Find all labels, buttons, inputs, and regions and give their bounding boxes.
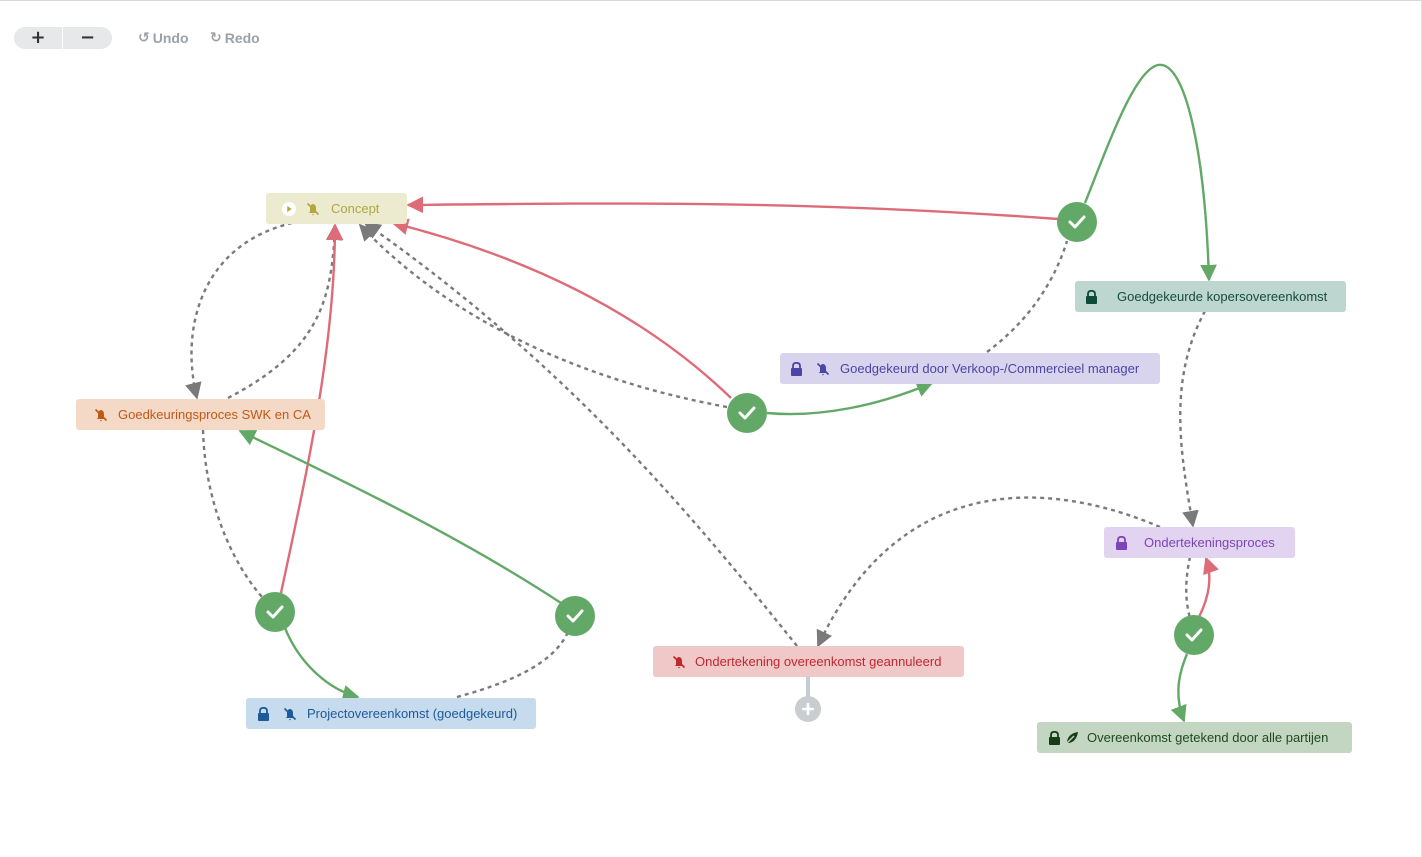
state-projectovereenkomst[interactable]: Projectovereenkomst (goedgekeurd) xyxy=(246,698,536,729)
edge-goedkeuring-to-concept xyxy=(227,223,343,400)
edge-ondertekening-to-check5 xyxy=(1185,556,1192,619)
check-icon xyxy=(1185,628,1203,642)
mute-icon xyxy=(672,655,686,669)
check-transition-2[interactable] xyxy=(555,596,595,636)
check-icon xyxy=(266,605,284,619)
edge-check5-to-getekend xyxy=(1170,653,1189,723)
edge-check3-to-verkoop xyxy=(766,381,934,416)
state-projectovereenkomst-label: Projectovereenkomst (goedgekeurd) xyxy=(307,706,518,721)
edge-koper-to-ondertekening xyxy=(1179,310,1207,528)
state-kopersovereenkomst[interactable]: Goedgekeurde kopersovereenkomst xyxy=(1075,281,1346,312)
redo-button[interactable]: ↻ Redo xyxy=(210,29,260,47)
check-icon xyxy=(738,406,756,420)
check-transition-1[interactable] xyxy=(255,592,295,632)
leaf-icon xyxy=(1065,731,1079,745)
state-goedkeuringsproces[interactable]: Goedkeuringsproces SWK en CA xyxy=(76,399,325,430)
edge-goedkeuring-to-check1 xyxy=(201,429,263,598)
mute-icon xyxy=(306,202,320,216)
check-transition-3[interactable] xyxy=(727,393,767,433)
redo-icon: ↻ xyxy=(210,30,222,46)
zoom-out-button[interactable]: − xyxy=(63,27,112,49)
plus-icon xyxy=(802,703,814,715)
redo-label: Redo xyxy=(224,30,260,46)
state-goedkeuringsproces-label: Goedkeuringsproces SWK en CA xyxy=(118,407,311,422)
top-border xyxy=(0,0,1422,1)
check-transition-5[interactable] xyxy=(1174,615,1214,655)
edge-check4-to-concept xyxy=(406,196,1059,221)
mute-icon xyxy=(283,707,297,721)
edge-project-to-check2 xyxy=(456,631,570,699)
state-getekend[interactable]: Overeenkomst getekend door alle partijen xyxy=(1037,722,1352,753)
mute-icon xyxy=(94,408,108,422)
add-connector-stem xyxy=(806,676,810,698)
edge-check4-to-koper xyxy=(1083,63,1217,282)
lock-icon xyxy=(789,361,803,376)
state-geannuleerd-label: Ondertekening overeenkomst geannuleerd xyxy=(695,654,942,669)
edge-check3-to-concept xyxy=(358,223,728,409)
lock-icon xyxy=(256,706,270,721)
state-getekend-label: Overeenkomst getekend door alle partijen xyxy=(1087,730,1329,745)
state-concept-label: Concept xyxy=(331,201,380,216)
state-geannuleerd[interactable]: Ondertekening overeenkomst geannuleerd xyxy=(653,646,964,677)
edge-check2-to-goedkeuring xyxy=(238,429,562,605)
edge-check1-to-project xyxy=(283,627,360,702)
edge-check5-to-ondertekening xyxy=(1197,556,1219,618)
state-goedgekeurd-verkoop[interactable]: Goedgekeurd door Verkoop-/Commercieel ma… xyxy=(780,353,1160,384)
play-icon xyxy=(282,201,296,216)
edge-verkoop-to-check4 xyxy=(986,240,1069,353)
check-icon xyxy=(566,609,584,623)
zoom-in-button[interactable]: + xyxy=(14,27,63,49)
mute-icon xyxy=(816,362,830,376)
edge-ondertekening-to-cancel xyxy=(816,496,1161,648)
state-goedgekeurd-verkoop-label: Goedgekeurd door Verkoop-/Commercieel ma… xyxy=(840,361,1140,376)
edge-concept-to-goedkeuring xyxy=(185,221,293,400)
edge-check3-to-concept-red xyxy=(391,218,732,399)
state-concept[interactable]: Concept xyxy=(266,193,407,224)
undo-icon: ↺ xyxy=(138,30,150,46)
lock-icon xyxy=(1114,535,1128,550)
undo-button[interactable]: ↺ Undo xyxy=(138,29,189,47)
add-transition-button[interactable] xyxy=(795,696,821,722)
check-transition-4[interactable] xyxy=(1057,202,1097,242)
zoom-controls: + − xyxy=(14,27,112,49)
check-icon xyxy=(1068,215,1086,229)
lock-icon xyxy=(1084,289,1098,304)
undo-label: Undo xyxy=(152,30,189,46)
lock-icon xyxy=(1047,730,1061,745)
state-kopersovereenkomst-label: Goedgekeurde kopersovereenkomst xyxy=(1117,289,1328,304)
state-ondertekeningsproces-label: Ondertekeningsproces xyxy=(1144,535,1275,550)
state-ondertekeningsproces[interactable]: Ondertekeningsproces xyxy=(1104,527,1295,558)
